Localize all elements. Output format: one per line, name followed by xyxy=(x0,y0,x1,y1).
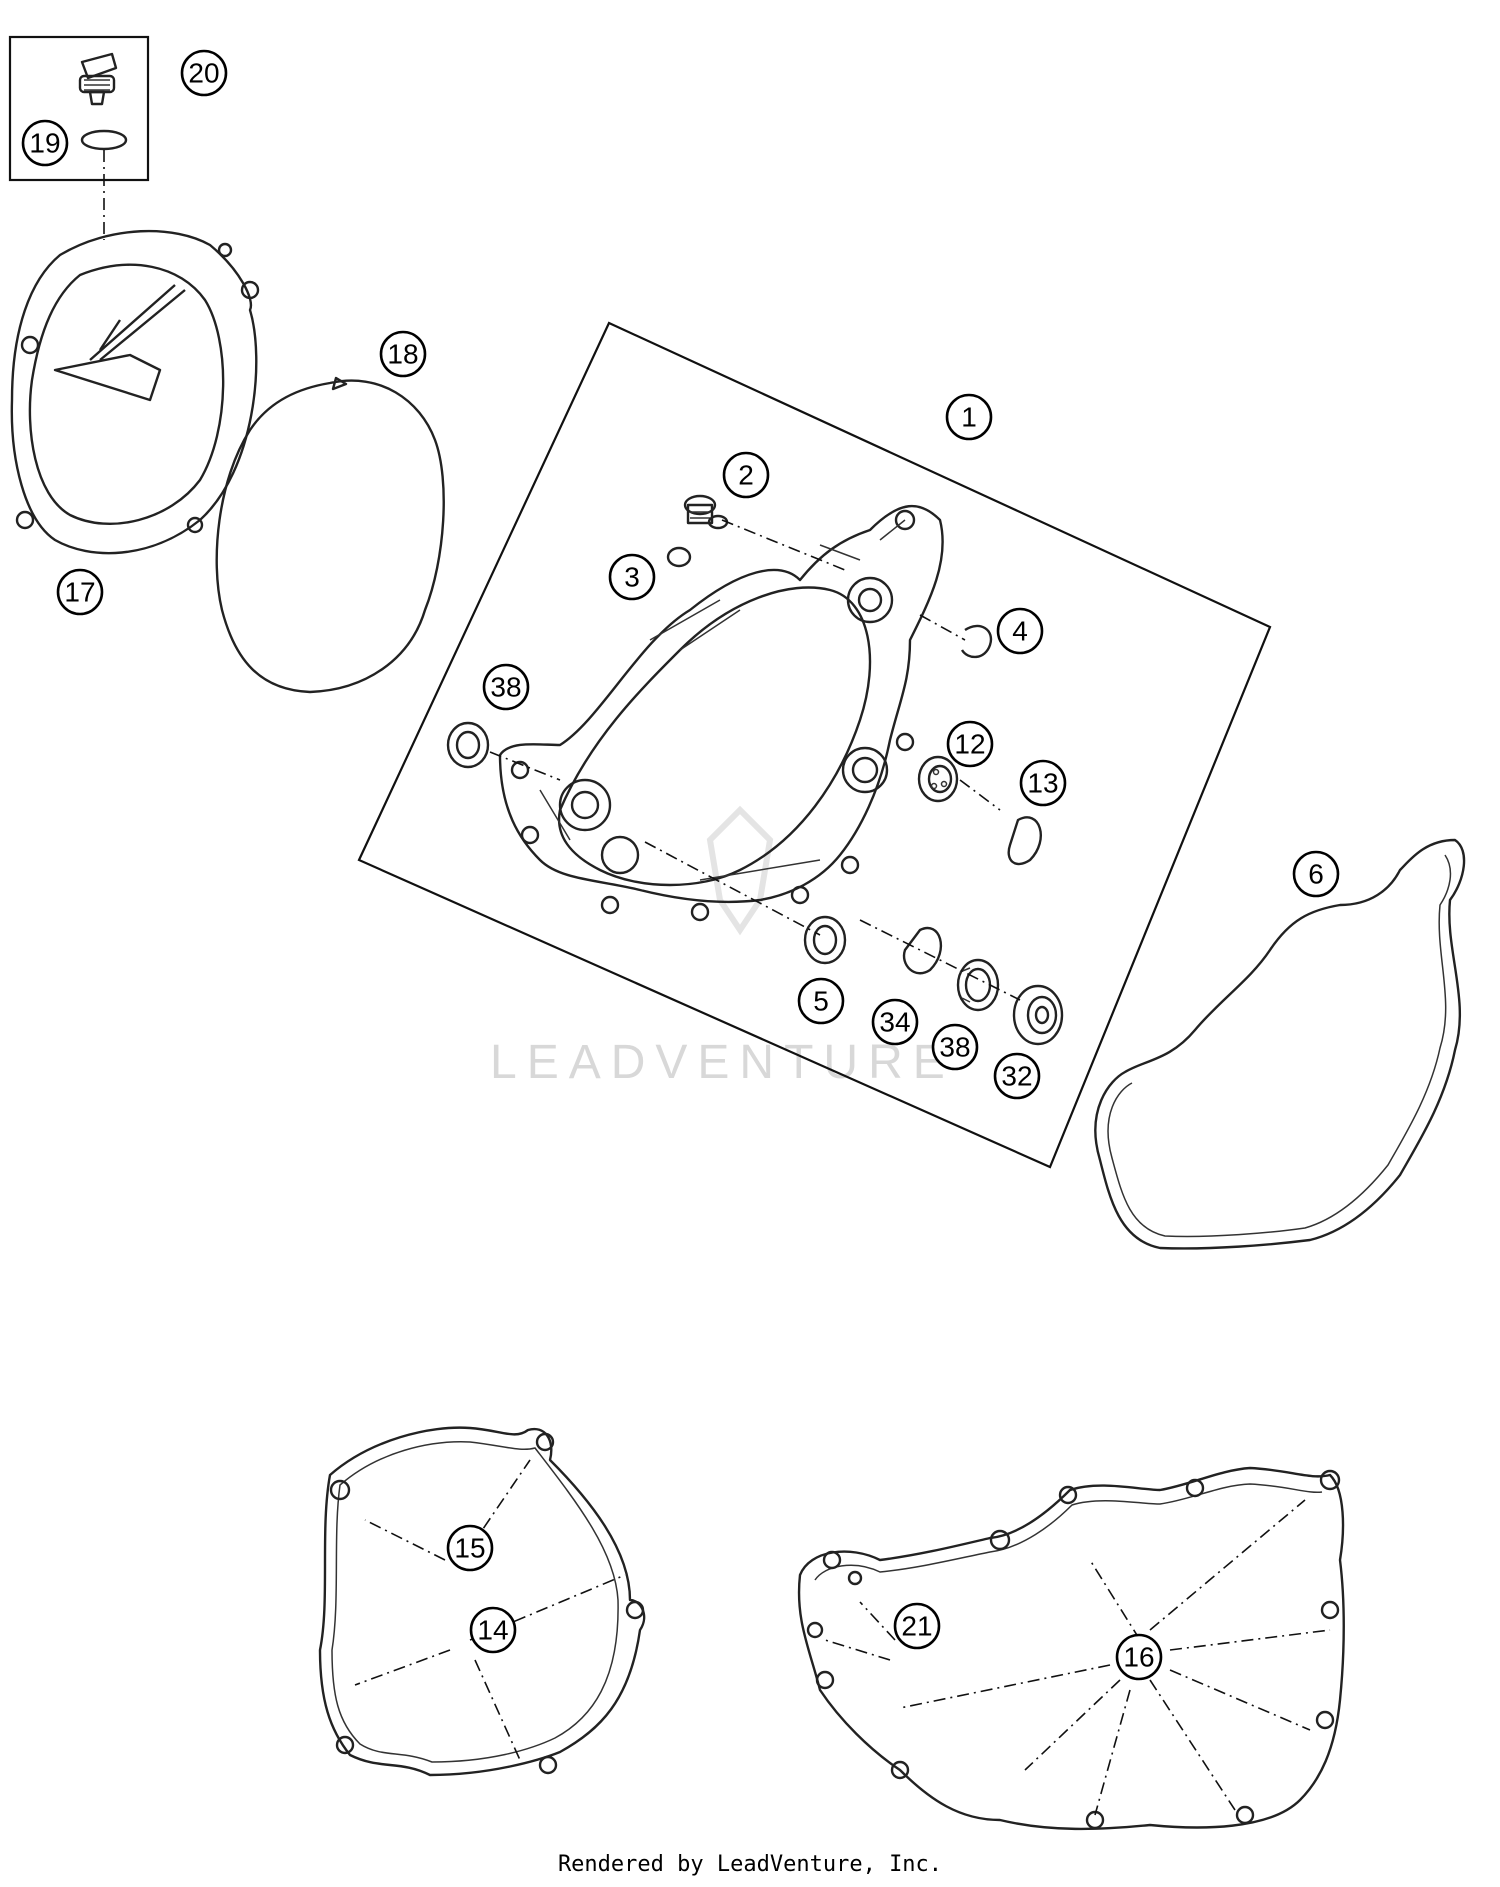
clutch-cover-gasket xyxy=(215,376,445,694)
callout-16-label: 16 xyxy=(1123,1642,1154,1673)
ball-bearing xyxy=(1012,984,1064,1046)
circlip-right xyxy=(1007,816,1042,866)
clutch-cover-housing xyxy=(498,505,944,922)
o-ring-small xyxy=(666,546,692,568)
callout-18: 18 xyxy=(379,330,427,378)
callout-20-label: 20 xyxy=(188,58,219,89)
callout-1: 1 xyxy=(945,393,993,441)
watermark-text: LEADVENTURE xyxy=(490,1036,955,1089)
shaft-seal-lower xyxy=(803,915,847,965)
callout-17-label: 17 xyxy=(64,577,95,608)
callout-5: 5 xyxy=(797,977,845,1025)
callout-38-lower: 38 xyxy=(931,1023,979,1071)
clutch-housing-gasket xyxy=(1094,838,1466,1250)
circlip-upper xyxy=(960,624,993,659)
callout-21-label: 21 xyxy=(901,1611,932,1642)
oil-screw xyxy=(683,494,729,530)
callout-34: 34 xyxy=(871,998,919,1046)
callout-38-upper-label: 38 xyxy=(490,672,521,703)
needle-bearing xyxy=(956,958,1000,1012)
callout-4: 4 xyxy=(996,607,1044,655)
callout-12-label: 12 xyxy=(954,729,985,760)
callout-21: 21 xyxy=(893,1602,941,1650)
callout-5-label: 5 xyxy=(813,986,829,1017)
callout-17: 17 xyxy=(56,568,104,616)
callout-6: 6 xyxy=(1292,850,1340,898)
shaft-seal xyxy=(446,721,490,769)
oil-plug-inset xyxy=(8,35,150,240)
callout-3-label: 3 xyxy=(624,562,640,593)
o-ring xyxy=(80,129,128,151)
callout-6-label: 6 xyxy=(1308,859,1324,890)
callout-34-label: 34 xyxy=(879,1007,910,1038)
footer-credit: Rendered by LeadVenture, Inc. xyxy=(557,1852,943,1877)
callout-1-label: 1 xyxy=(961,402,977,433)
callout-12: 12 xyxy=(946,720,994,768)
callout-15: 15 xyxy=(446,1524,494,1572)
outer-cover-gasket xyxy=(318,1426,646,1777)
callout-16: 16 xyxy=(1115,1633,1163,1681)
outer-clutch-cover xyxy=(10,229,260,555)
callout-14: 14 xyxy=(469,1606,517,1654)
callout-19-label: 19 xyxy=(29,128,60,159)
callout-18-label: 18 xyxy=(387,339,418,370)
callout-19: 19 xyxy=(21,119,69,167)
callout-14-label: 14 xyxy=(477,1615,508,1646)
callout-32-label: 32 xyxy=(1001,1061,1032,1092)
callout-2-label: 2 xyxy=(738,460,754,491)
watermark: LEADVENTURE xyxy=(490,805,955,1089)
circlip-lower xyxy=(902,926,943,975)
callout-20: 20 xyxy=(180,49,228,97)
callout-3: 3 xyxy=(608,553,656,601)
assembly-frame xyxy=(357,321,1272,1169)
oil-filler-plug xyxy=(78,52,118,106)
callout-4-label: 4 xyxy=(1012,616,1028,647)
callout-13: 13 xyxy=(1019,759,1067,807)
callout-13-label: 13 xyxy=(1027,768,1058,799)
callout-15-label: 15 xyxy=(454,1533,485,1564)
water-pump-impeller-seal xyxy=(917,755,959,803)
callout-2: 2 xyxy=(722,451,770,499)
callout-38-lower-label: 38 xyxy=(939,1032,970,1063)
callout-32: 32 xyxy=(993,1052,1041,1100)
crankcase-gasket xyxy=(797,1466,1345,1831)
callout-38-upper: 38 xyxy=(482,663,530,711)
